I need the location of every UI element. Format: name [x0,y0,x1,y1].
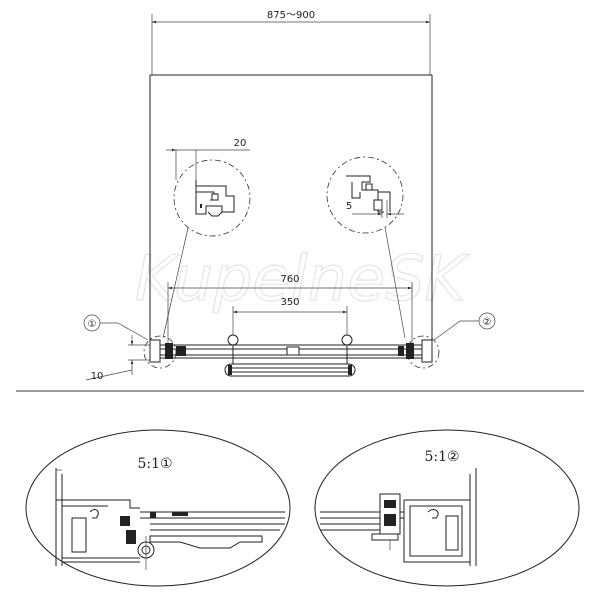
watermark: KupelneSK [135,242,470,315]
right-detail-offset-label: 5 [346,201,352,212]
handle-spacing-dimension: 350 [232,297,348,340]
floor-gap-label: 10 [91,371,104,382]
floor-gap-dimension: 10 [85,335,150,382]
right-detail-bubble: 5 [326,156,406,339]
enclosure-outline [149,74,433,345]
svg-text:②: ② [483,317,492,328]
door-plan-view [143,334,440,377]
handle-spacing-label: 350 [280,297,299,308]
detail-2-scale-label: 5:1② [424,449,459,465]
door-width-label: 760 [280,274,299,285]
callout-marker-1: ① [83,314,149,341]
overall-width-dimension: 875～900 [151,10,431,75]
enlarged-detail-2: 5:1② [314,429,580,587]
left-detail-offset-label: 20 [234,138,247,149]
overall-width-label: 875～900 [267,10,315,21]
callout-marker-2: ② [433,312,496,341]
svg-text:①: ① [88,319,97,330]
door-width-dimension: 760 [167,274,413,345]
detail-1-scale-label: 5:1① [137,456,172,472]
left-detail-bubble: 20 [162,138,251,339]
enlarged-detail-1: 5:1① [25,429,291,587]
